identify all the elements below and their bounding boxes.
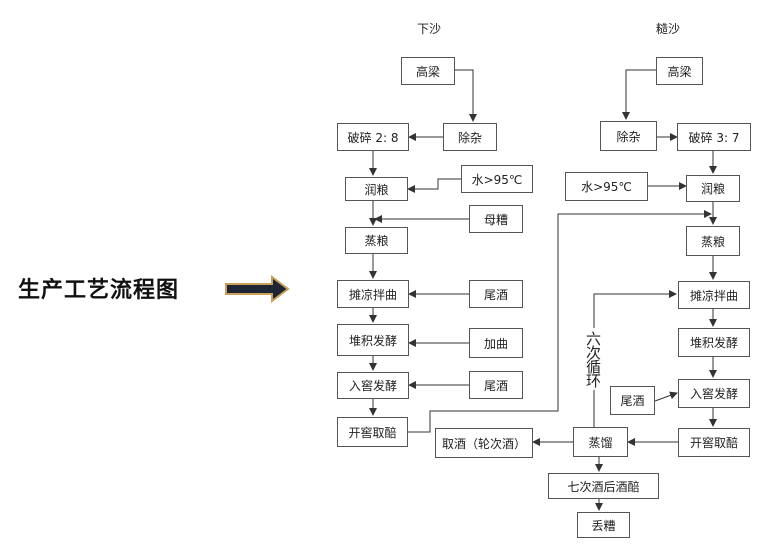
cycle-label: 六次循环 [580, 328, 606, 390]
right-take-box: 取酒（轮次酒） [435, 428, 533, 458]
left-remove-box: 除杂 [443, 123, 497, 151]
page-title: 生产工艺流程图 [18, 277, 180, 303]
right-discard-box: 丢糟 [577, 512, 630, 538]
right-tail-box: 尾酒 [610, 386, 655, 415]
right-water-box: 水>95℃ [565, 172, 648, 201]
right-pile-box: 堆积发酵 [678, 328, 750, 357]
right-remove-box: 除杂 [600, 121, 657, 151]
right-steam-box: 蒸粮 [686, 226, 740, 256]
left-addqu-box: 加曲 [469, 328, 523, 358]
left-moisten-box: 润粮 [345, 177, 408, 201]
left-steam-box: 蒸粮 [345, 227, 408, 254]
right-crush-box: 破碎 3: 7 [677, 123, 751, 151]
right-cellar-box: 入窖发酵 [678, 379, 750, 408]
left-sorghum-box: 高梁 [401, 57, 455, 85]
right-arrow-icon [225, 275, 290, 303]
left-tail2-box: 尾酒 [469, 371, 523, 399]
right-spread-box: 摊凉拌曲 [678, 281, 750, 309]
left-header: 下沙 [417, 22, 442, 36]
left-water-box: 水>95℃ [461, 165, 533, 193]
cycle-label-text: 六次循环 [584, 331, 602, 387]
left-crush-box: 破碎 2: 8 [337, 123, 409, 151]
right-distill-box: 蒸馏 [573, 427, 628, 457]
right-moisten-box: 润粮 [686, 175, 740, 202]
left-pile-box: 堆积发酵 [337, 324, 409, 356]
right-sorghum-box: 高梁 [656, 57, 703, 85]
right-open-box: 开窖取醅 [678, 428, 750, 457]
left-open-box: 开窖取醅 [337, 417, 408, 447]
left-cellar-box: 入窖发酵 [337, 372, 409, 399]
left-tail1-box: 尾酒 [469, 280, 523, 308]
left-spread-box: 摊凉拌曲 [337, 280, 409, 308]
left-mother-box: 母糟 [469, 205, 523, 233]
right-seventh-box: 七次酒后酒醅 [548, 473, 659, 499]
right-header: 糙沙 [656, 22, 681, 36]
